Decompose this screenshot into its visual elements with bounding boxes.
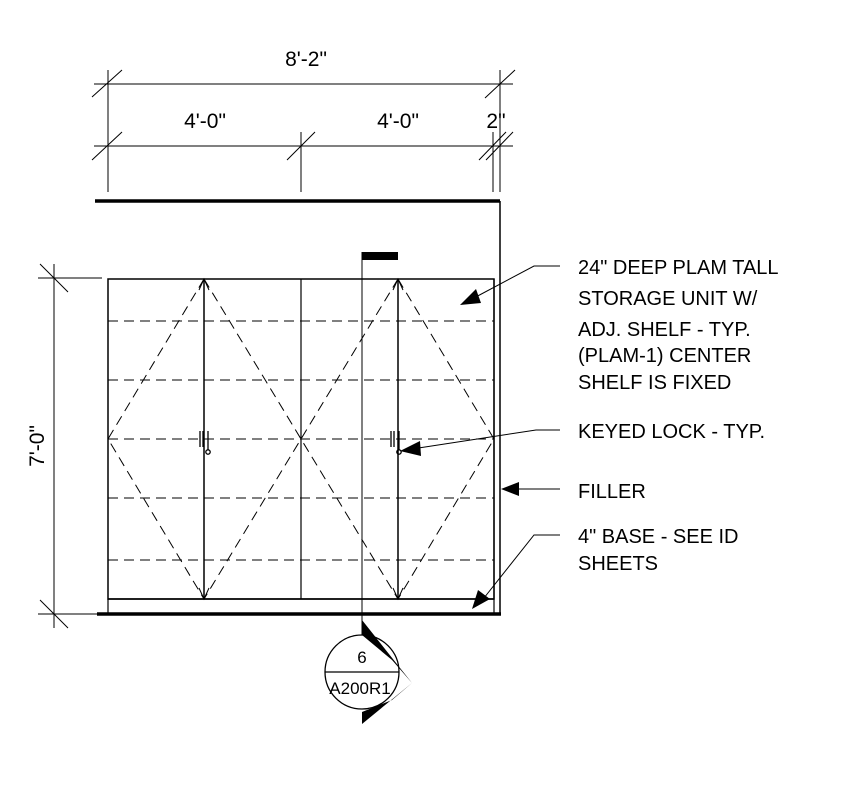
lock-arrowhead	[400, 441, 421, 456]
arrowhead	[392, 587, 404, 601]
arrowhead	[392, 277, 404, 291]
section-cut-line	[361, 252, 398, 636]
section-flag	[362, 252, 398, 260]
storage-unit-arrowhead	[460, 289, 481, 305]
section-number: 6	[357, 648, 366, 667]
door-arrowheads	[198, 277, 404, 601]
storage-cabinet	[107, 277, 495, 614]
filler-arrowhead	[501, 482, 519, 496]
left-door-swing-left	[107, 278, 205, 600]
dimension-tick	[39, 263, 69, 293]
base-note: 4" BASE - SEE ID SHEETS	[578, 526, 744, 575]
right-door-swing-right	[397, 278, 495, 600]
keyed-lock-note: KEYED LOCK - TYP.	[578, 421, 765, 443]
filler-note: FILLER	[578, 481, 646, 503]
overall-width-label: 8'-2"	[285, 48, 327, 71]
vertical-dimension	[38, 263, 102, 629]
arrowhead	[198, 277, 210, 291]
storage-unit-note-line: SHELF IS FIXED	[578, 372, 731, 394]
leader-lines	[411, 265, 560, 604]
storage-unit-note-line: STORAGE UNIT W/	[578, 288, 758, 310]
left-door-swing-right	[203, 278, 302, 600]
right-door-swing-left	[300, 278, 399, 600]
dimension-tick	[39, 599, 69, 629]
section-sheet-reference: A200R1	[329, 679, 390, 698]
dimension-tick	[91, 131, 123, 161]
storage-unit-note-line: 24" DEEP PLAM TALL	[578, 257, 778, 279]
storage-unit-note-line: ADJ. SHELF - TYP.	[578, 319, 751, 341]
door-swing-lines	[107, 278, 495, 600]
horizontal-dimensions	[91, 69, 516, 192]
storage-unit-note-line: (PLAM-1) CENTER	[578, 345, 751, 367]
base-arrowhead	[472, 590, 490, 609]
leader-arrowheads	[400, 289, 519, 609]
storage-unit-note: 24" DEEP PLAM TALL STORAGE UNIT W/ ADJ. …	[578, 257, 783, 394]
base-leader	[479, 534, 560, 604]
wall-outline	[95, 199, 501, 616]
left-door-width-label: 4'-0"	[184, 110, 226, 133]
right-door-width-label: 4'-0"	[377, 110, 419, 133]
arrowhead	[198, 587, 210, 601]
right-keyed-lock-icon	[390, 431, 402, 455]
filler-width-label: 2"	[486, 110, 505, 133]
section-marker-arrow-bottom	[362, 683, 412, 724]
base-note-line: SHEETS	[578, 553, 658, 575]
shelf-lines	[108, 320, 494, 561]
dimension-tick	[91, 69, 123, 98]
storage-unit-leader	[471, 265, 560, 300]
left-keyed-lock-icon	[199, 431, 211, 455]
lock-leader	[411, 429, 560, 450]
section-marker	[324, 620, 412, 724]
height-label: 7'-0"	[26, 425, 49, 467]
section-marker-arrow-top	[362, 620, 412, 683]
base-note-line: 4" BASE - SEE ID	[578, 526, 739, 548]
